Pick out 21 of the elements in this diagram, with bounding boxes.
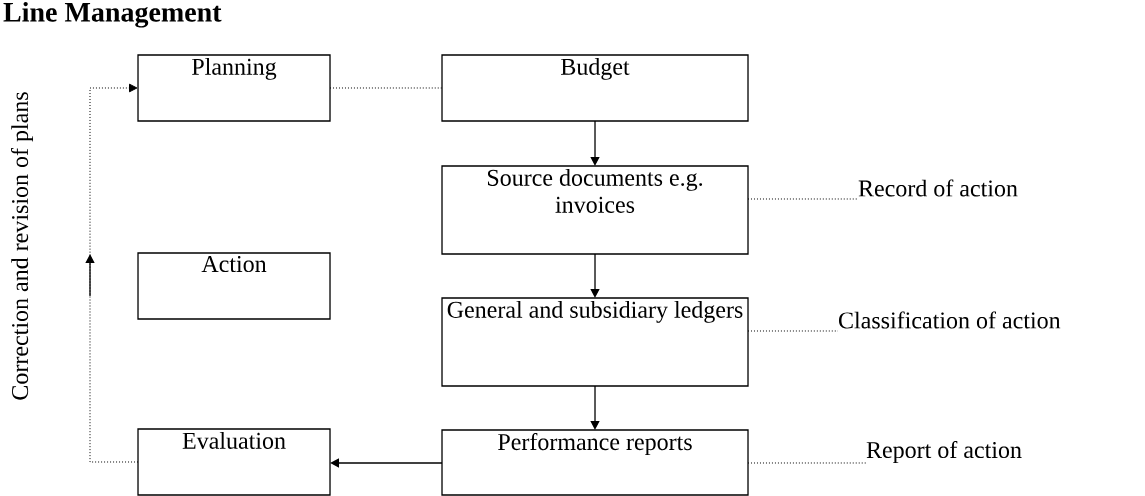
- connector: [747, 330, 839, 332]
- process-box: Action: [137, 252, 331, 320]
- note-text: Record of action: [858, 179, 1018, 197]
- note-text: Report of action: [866, 441, 1022, 463]
- process-box: Budget: [441, 54, 749, 122]
- connector: [590, 120, 600, 166]
- connector: [590, 385, 600, 430]
- note-text: Classification of action: [839, 311, 1061, 329]
- process-box: Source documents e.g. invoices: [441, 165, 749, 255]
- edge-label: Correction and revision of plans: [11, 92, 33, 400]
- connector: [590, 253, 600, 298]
- connector: [329, 87, 443, 89]
- title: Line Management: [3, 2, 222, 28]
- process-box: Evaluation: [137, 428, 331, 496]
- process-box: Planning: [137, 54, 331, 122]
- connector: [747, 462, 867, 464]
- connector: [89, 83, 139, 463]
- connector: [330, 458, 443, 468]
- connector: [747, 198, 859, 200]
- process-box: Performance reports: [441, 429, 749, 496]
- process-box: General and subsidiary ledgers: [441, 297, 749, 387]
